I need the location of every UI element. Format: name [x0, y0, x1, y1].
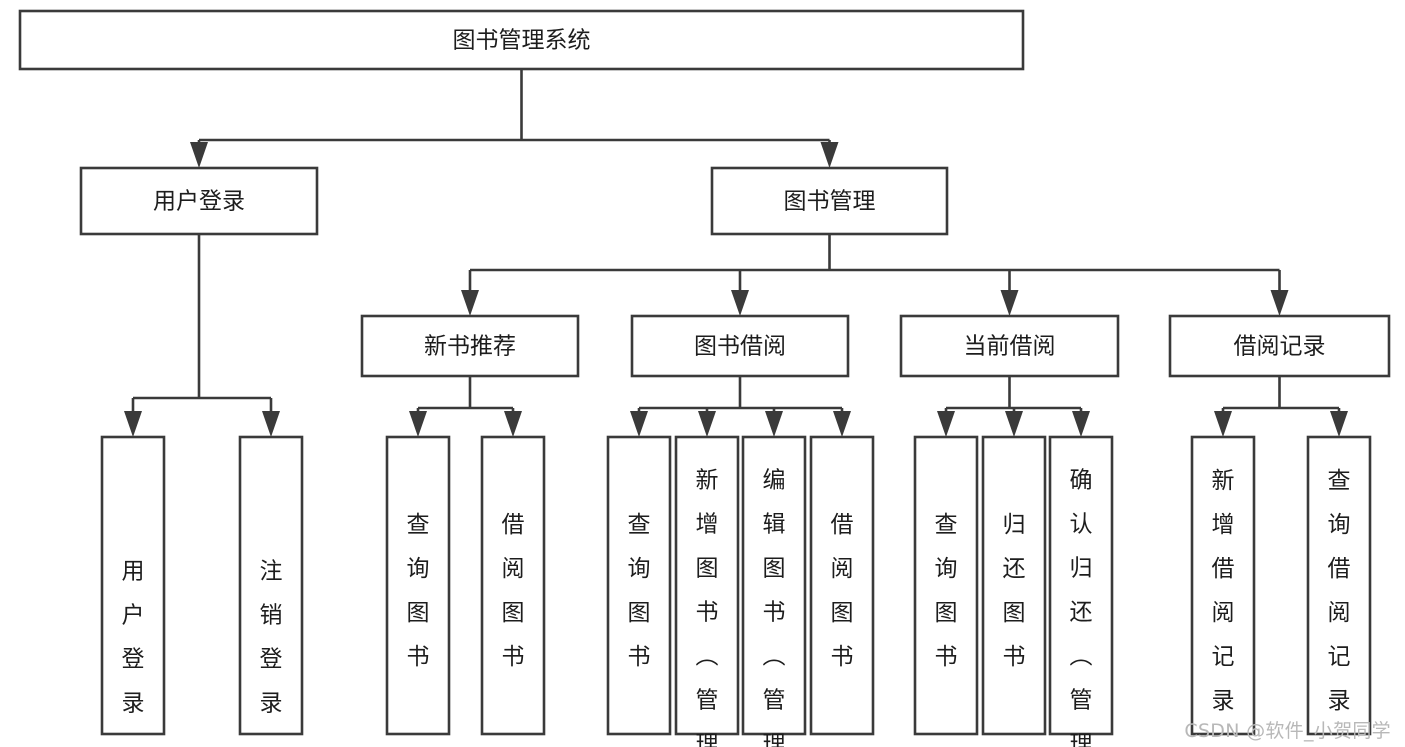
node-label: 当前借阅 [964, 334, 1056, 360]
node-box[interactable] [79, 166, 319, 236]
arrow-head-icon [1330, 411, 1348, 437]
arrow-head-icon [1270, 290, 1289, 316]
node-box[interactable] [606, 435, 672, 736]
arrow-head-icon [1005, 411, 1023, 437]
arrow-head-icon [820, 142, 839, 168]
node-level3-1[interactable]: 图书借阅 [630, 314, 850, 378]
arrow-head-icon [504, 411, 522, 437]
node-box[interactable] [360, 314, 580, 378]
node-box[interactable] [385, 435, 451, 736]
node-leaf-11[interactable]: 新增借阅记录 [1190, 435, 1256, 736]
arrow-head-icon [409, 411, 427, 437]
node-box[interactable] [480, 435, 546, 736]
node-box[interactable] [741, 435, 807, 736]
node-leaf-8[interactable]: 查询图书 [913, 435, 979, 736]
node-leaf-12[interactable]: 查询借阅记录 [1306, 435, 1372, 736]
node-box[interactable] [1048, 435, 1114, 736]
node-label-vertical: 归还图书 [1003, 512, 1026, 670]
node-level3-0[interactable]: 新书推荐 [360, 314, 580, 378]
csdn-watermark: CSDN @软件_小贺同学 [1184, 720, 1391, 742]
node-box[interactable] [100, 435, 166, 736]
node-label-vertical: 新增借阅记录 [1212, 468, 1235, 714]
node-leaf-1[interactable]: 注销登录 [238, 435, 304, 736]
node-label-vertical: 新增图书︵管理员︶ [696, 467, 719, 747]
arrow-head-icon [1072, 411, 1090, 437]
node-box[interactable] [899, 314, 1120, 378]
arrow-head-icon [1000, 290, 1019, 316]
node-label-vertical: 查询图书 [407, 512, 430, 670]
arrow-head-icon [731, 290, 749, 316]
arrow-head-icon [1214, 411, 1232, 437]
node-label-vertical: 查询图书 [628, 512, 651, 670]
node-level2-0[interactable]: 用户登录 [79, 166, 319, 236]
node-label: 图书管理系统 [453, 28, 591, 54]
boxes-layer: 图书管理系统用户登录图书管理新书推荐图书借阅当前借阅借阅记录用户登录注销登录查询… [18, 9, 1391, 747]
node-box[interactable] [809, 435, 875, 736]
arrow-head-icon [190, 142, 208, 168]
node-label-vertical: 借阅图书 [831, 512, 854, 670]
node-level2-1[interactable]: 图书管理 [710, 166, 949, 236]
node-label: 用户登录 [153, 189, 245, 215]
node-label-vertical: 编辑图书︵管理员︶ [763, 467, 786, 747]
arrow-head-icon [124, 411, 142, 437]
node-leaf-4[interactable]: 查询图书 [606, 435, 672, 736]
arrow-head-icon [833, 411, 851, 437]
node-box[interactable] [913, 435, 979, 736]
node-box[interactable] [981, 435, 1047, 736]
node-leaf-5[interactable]: 新增图书︵管理员︶ [674, 435, 740, 747]
node-leaf-0[interactable]: 用户登录 [100, 435, 166, 736]
node-box[interactable] [674, 435, 740, 736]
arrow-head-icon [937, 411, 955, 437]
node-label: 借阅记录 [1234, 334, 1326, 360]
node-label-vertical: 确认归还︵管理员︶ [1070, 467, 1093, 747]
arrow-head-icon [630, 411, 648, 437]
node-label: 新书推荐 [424, 334, 516, 360]
node-box[interactable] [630, 314, 850, 378]
node-box[interactable] [710, 166, 949, 236]
node-leaf-2[interactable]: 查询图书 [385, 435, 451, 736]
arrow-head-icon [461, 290, 479, 316]
node-label-vertical: 查询图书 [935, 512, 958, 670]
node-leaf-6[interactable]: 编辑图书︵管理员︶ [741, 435, 807, 747]
node-label: 图书借阅 [694, 334, 786, 360]
node-box[interactable] [1190, 435, 1256, 736]
node-box[interactable] [238, 435, 304, 736]
node-label: 图书管理 [784, 189, 876, 215]
node-leaf-3[interactable]: 借阅图书 [480, 435, 546, 736]
node-leaf-9[interactable]: 归还图书 [981, 435, 1047, 736]
arrow-head-icon [765, 411, 783, 437]
node-label-vertical: 借阅图书 [502, 512, 525, 670]
arrow-head-icon [698, 411, 716, 437]
node-level3-2[interactable]: 当前借阅 [899, 314, 1120, 378]
connectors-layer [124, 69, 1348, 437]
node-box[interactable] [1168, 314, 1391, 378]
node-label-vertical: 注销登录 [260, 558, 283, 716]
node-level3-3[interactable]: 借阅记录 [1168, 314, 1391, 378]
node-box[interactable] [1306, 435, 1372, 736]
node-box[interactable] [18, 9, 1025, 71]
arrow-head-icon [262, 411, 280, 437]
node-label-vertical: 查询借阅记录 [1328, 468, 1351, 714]
node-leaf-10[interactable]: 确认归还︵管理员︶ [1048, 435, 1114, 747]
node-label-vertical: 用户登录 [122, 558, 145, 716]
node-root-0[interactable]: 图书管理系统 [18, 9, 1025, 71]
node-leaf-7[interactable]: 借阅图书 [809, 435, 875, 736]
